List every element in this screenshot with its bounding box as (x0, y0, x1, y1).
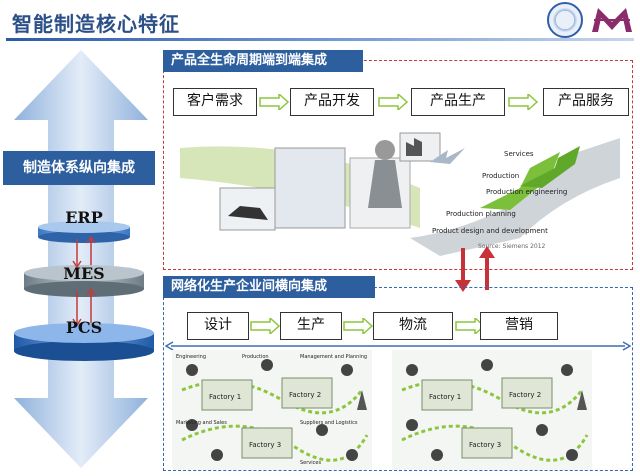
stage-label-production: Production (482, 172, 520, 180)
layer-erp-label: ERP (65, 208, 103, 227)
step-arrow-icon (378, 94, 408, 110)
factory-3-label: Factory 3 (469, 441, 502, 449)
page-title: 智能制造核心特征 (12, 12, 180, 36)
step-arrow-icon (259, 94, 289, 110)
node-label-suppliers: Suppliers and Logistics (300, 420, 358, 426)
network-step-design: 设计 (187, 312, 249, 340)
lifecycle-title: 产品全生命周期端到端集成 (163, 50, 363, 72)
lifecycle-step-services: 产品服务 (543, 88, 629, 116)
network-step-logistics: 物流 (373, 312, 453, 340)
factory-network-illustration (172, 350, 372, 470)
stage-label-product-design: Product design and development (432, 227, 548, 235)
title-underline (6, 38, 634, 41)
lifecycle-step-development: 产品开发 (290, 88, 374, 116)
layer-mes-label: MES (63, 264, 105, 283)
network-step-production: 生产 (280, 312, 342, 340)
stage-label-production-engineering: Production engineering (486, 188, 568, 196)
factory-1-label: Factory 1 (209, 393, 242, 401)
step-arrow-icon (250, 318, 280, 334)
factory-network-illustration (392, 350, 592, 470)
factory-2-label: Factory 2 (509, 391, 542, 399)
lifecycle-section (163, 60, 633, 270)
layer-stack (14, 221, 154, 361)
lifecycle-step-customer-needs: 客户需求 (173, 88, 257, 116)
stage-label-services: Services (504, 150, 534, 158)
network-section (163, 287, 633, 471)
section-link-arrows (455, 246, 495, 292)
factory-1-label: Factory 1 (429, 393, 462, 401)
node-label-engineering: Engineering (176, 354, 206, 360)
vertical-integration-label: 制造体系纵向集成 (3, 151, 155, 185)
vertical-double-arrow (14, 50, 148, 468)
lifecycle-illustration (180, 132, 620, 256)
factory-2-label: Factory 2 (289, 391, 322, 399)
image-credit: Source: Siemens 2012 (478, 243, 546, 250)
step-arrow-icon (343, 318, 373, 334)
node-label-marketing: Marketing and Sales (176, 420, 227, 426)
network-step-marketing: 营销 (480, 312, 558, 340)
step-arrow-icon (455, 318, 485, 334)
stage-label-production-planning: Production planning (446, 210, 516, 218)
node-label-services: Services (300, 460, 322, 466)
node-label-production: Production (242, 354, 269, 360)
m-logo-icon (592, 8, 632, 32)
layer-pcs-label: PCS (65, 318, 103, 337)
network-title: 网络化生产企业间横向集成 (163, 276, 375, 298)
university-seal-icon (547, 2, 583, 38)
lifecycle-step-production: 产品生产 (411, 88, 505, 116)
node-label-management: Management and Planning (300, 354, 368, 360)
horizontal-double-arrow (165, 341, 631, 351)
step-arrow-icon (508, 94, 538, 110)
factory-3-label: Factory 3 (249, 441, 282, 449)
